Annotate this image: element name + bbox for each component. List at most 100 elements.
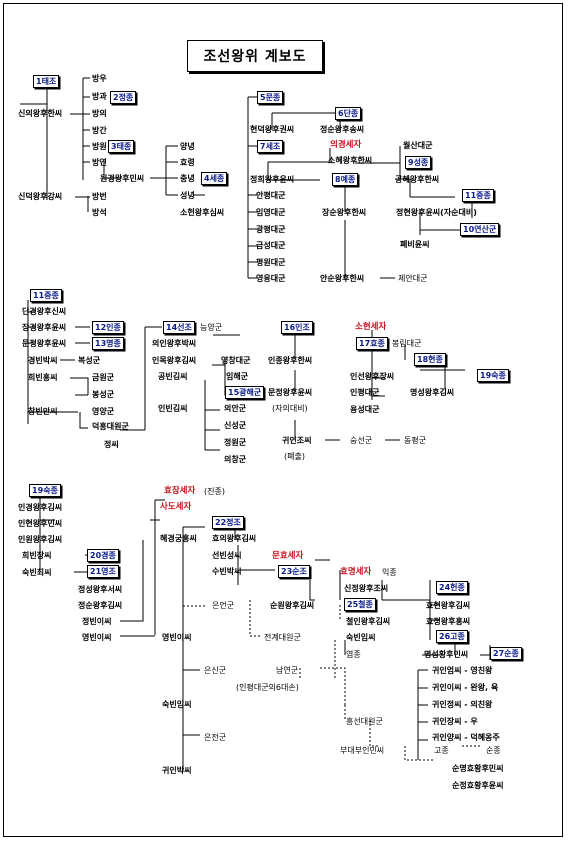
name-huibin-jang: 희빈장씨: [22, 551, 52, 560]
name-hyegyeong: 혜경궁홍씨: [160, 534, 197, 543]
king-11-jungjong: 11중종: [462, 189, 494, 202]
name-soheon: 소헌왕후심씨: [180, 208, 225, 217]
king-5-munjong: 5문종: [257, 91, 284, 104]
king-1-taejo: 1태조: [33, 75, 60, 88]
king-7-sejo: 7세조: [257, 140, 284, 153]
name-pyeongwon: 평원대군: [256, 258, 286, 267]
king-10-yeonsangun: 10연산군: [460, 223, 500, 236]
name-euneon: 은언군: [212, 601, 235, 610]
name-yeongbin: 영빈이씨: [82, 633, 112, 642]
name-imyeong: 임영대군: [256, 208, 286, 217]
name-sukbin: 숙빈최씨: [22, 568, 52, 577]
name-yeongbin-2: 영빈이씨: [162, 633, 192, 642]
name-changbin: 창빈안씨: [28, 407, 58, 416]
name-geumwon: 금원군: [92, 373, 115, 382]
name-deokheung: 덕흥대원군: [92, 422, 129, 431]
name-banggwa: 방과: [92, 92, 107, 101]
king-4-sejong: 4세종: [201, 172, 228, 185]
name-wongyeong: 원경왕후민씨: [100, 174, 145, 183]
king-17-hyojong: 17효종: [356, 337, 388, 350]
name-sunjeong: 순정효황후윤씨: [452, 781, 504, 790]
king-9-seongjong: 9성종: [405, 156, 432, 169]
name-pyeje: 폐비윤씨: [400, 240, 430, 249]
page-frame: [3, 3, 563, 837]
name-gyeongbin: 경빈박씨: [28, 356, 58, 365]
name-jeongseong: 정성왕후서씨: [78, 585, 123, 594]
name-uichang: 의창군: [224, 455, 247, 464]
name-uiin: 의인왕후박씨: [152, 339, 197, 348]
name-jeonghyeon: 정현왕후윤씨(자순대비): [396, 208, 477, 217]
name-eunsin: 은신군: [204, 666, 227, 675]
king-18-hyeonjong: 18현종: [414, 353, 446, 366]
king-19-sukjong-b: 19숙종: [29, 484, 61, 497]
name-imhae: 임해군: [226, 372, 249, 381]
name-gwiin-park: 귀인박씨: [162, 766, 192, 775]
name-eunjeon: 은전군: [204, 733, 227, 742]
name-ingyeong: 인경왕후김씨: [18, 503, 63, 512]
name-jaui: (자의대비): [272, 404, 308, 413]
name-yeongchang: 영창대군: [221, 356, 251, 365]
name-gwiin-lee: 귀인이씨 - 완왕, 육: [432, 683, 499, 692]
king-20-gyeongjong: 20경종: [87, 549, 119, 562]
name-gonghye: 공혜왕후한씨: [395, 175, 440, 184]
name-inwon: 인원왕후김씨: [18, 535, 63, 544]
name-seonbin: 선빈성씨: [212, 551, 242, 560]
name-hyoui: 효의왕후김씨: [212, 534, 257, 543]
name-heungseon: 흥선대원군: [346, 717, 383, 726]
name-sungseon: 숭선군: [350, 436, 373, 445]
king-26-gojong: 26고종: [436, 630, 468, 643]
name-jeonghui: 정희왕후윤씨: [250, 175, 295, 184]
name-inmok: 인목왕후김씨: [152, 356, 197, 365]
name-gwangpyeong: 광평대군: [256, 225, 286, 234]
name-injeong-note: (인평대군의6대손): [236, 683, 299, 692]
name-budaebu: 부대부인민씨: [340, 746, 385, 755]
name-jeongye: 전계대원군: [264, 633, 301, 642]
name-jangsun: 장순왕후한씨: [322, 208, 367, 217]
name-wolsan: 월산대군: [403, 141, 433, 150]
name-huibin: 희빈홍씨: [28, 373, 58, 382]
name-hyoryeong: 효령: [180, 158, 195, 167]
name-sunjong-2: 순종: [486, 746, 501, 755]
name-chungnyeong: 충녕: [180, 174, 195, 183]
name-gwiin-eom: 귀인엄씨 - 영친왕: [432, 666, 493, 675]
name-jeongwon: 정원군: [224, 438, 247, 447]
king-21-yeongjo: 21영조: [87, 565, 119, 578]
name-ansun: 안순왕후한씨: [320, 274, 365, 283]
crown-prince-hyojang: 효장세자: [164, 486, 196, 496]
name-sukbin-im: 숙빈임씨: [162, 700, 192, 709]
name-bongrim: 봉림대군: [392, 339, 422, 348]
name-neungyang: 능양군: [200, 323, 223, 332]
name-bangbeon: 방번: [92, 192, 107, 201]
king-6-danjong: 6단종: [335, 107, 362, 120]
name-gwiin-jo: 귀인조씨: [282, 436, 312, 445]
name-bangwon: 방원: [92, 142, 107, 151]
name-bangyeon: 방연: [92, 158, 107, 167]
name-inpyeong: 인평대군: [350, 388, 380, 397]
name-geumseong: 금성대군: [256, 241, 286, 250]
crown-prince-sado: 사도세자: [160, 502, 192, 512]
name-boksung: 복성군: [78, 356, 101, 365]
king-19-sukjong: 19숙종: [477, 369, 509, 382]
name-myeongseong: 명성왕후김씨: [410, 388, 455, 397]
name-munjeong: 문정왕후윤씨: [22, 339, 67, 348]
name-yeongeung: 영응대군: [256, 274, 286, 283]
name-janggyeong: 장경왕후윤씨: [22, 323, 67, 332]
king-8-yejong: 8예종: [332, 173, 359, 186]
name-gojong-2: 고종: [434, 746, 449, 755]
name-yangnyeong: 양녕: [180, 142, 195, 151]
name-jeongsun2: 정순왕후김씨: [78, 601, 123, 610]
name-dangyeong: 단경왕후신씨: [22, 307, 67, 316]
name-yeomjong: 염종: [346, 650, 361, 659]
name-sinseong: 신성군: [224, 421, 247, 430]
name-bangseok: 방석: [92, 208, 107, 217]
king-15-gwanghaegun: 15광해군: [225, 386, 265, 399]
king-2-jeongjong: 2정종: [110, 91, 137, 104]
name-dongpyeong: 동평군: [404, 436, 427, 445]
name-sunwon: 순원왕후김씨: [270, 601, 315, 610]
name-gongbin: 공빈김씨: [158, 372, 188, 381]
name-inhyeon: 인현왕후민씨: [18, 519, 63, 528]
name-hyeondeok: 현덕왕후권씨: [250, 125, 295, 134]
king-23-sunjo: 23순조: [278, 565, 310, 578]
